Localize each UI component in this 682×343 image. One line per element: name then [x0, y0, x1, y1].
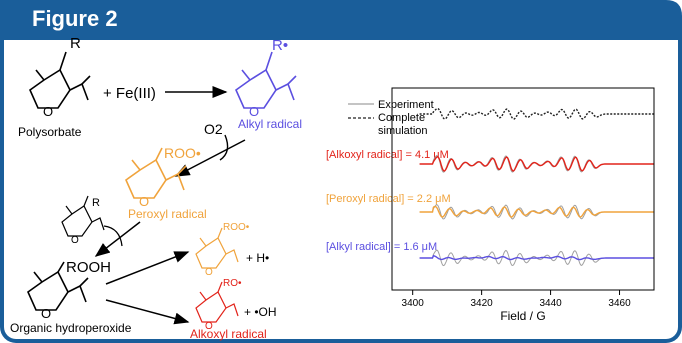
header-banner — [0, 0, 682, 40]
epr-traces — [419, 107, 654, 267]
plus-oh-label: + •OH — [244, 305, 277, 319]
figure-header: Figure 2 — [0, 0, 682, 40]
arrow-to-alkoxyl-product — [105, 299, 190, 325]
alkoxyl-product-o-label: O — [205, 321, 213, 332]
figure-title: Figure 2 — [32, 6, 118, 31]
peroxyl-roo-label: ROO• — [164, 145, 201, 161]
alkyl-radical-molecule — [235, 51, 297, 109]
epr-axis-ticks: 3400 3420 3440 3460 — [402, 290, 631, 309]
x-tick-label: 3400 — [402, 298, 425, 309]
hydroperoxide-o-label: O — [41, 306, 51, 321]
alkoxyl-product-molecule — [195, 281, 239, 323]
arrow-to-hydroperoxide — [94, 221, 141, 257]
alkoxyl-product-label: RO• — [223, 278, 242, 289]
small-curve — [103, 225, 123, 247]
alkyl-radical-label: Alkyl radical — [238, 117, 302, 131]
alkyl-r-label: R• — [272, 37, 288, 54]
peroxyl-product-molecule — [195, 227, 239, 269]
small-polysorbate-molecule — [61, 195, 105, 237]
simulation-trace — [419, 107, 654, 120]
polysorbate-label: Polysorbate — [18, 125, 82, 139]
alkoxyl-concentration-label: [Alkoxyl radical] = 4.1 μM — [326, 149, 449, 161]
small-r-label: R — [92, 197, 100, 209]
figure-panel — [0, 38, 682, 343]
peroxyl-o-label: O — [139, 194, 149, 209]
plus-h-label: + H• — [246, 251, 269, 265]
legend-experiment-text: Experiment — [378, 99, 434, 111]
polysorbate-molecule — [29, 51, 91, 109]
legend-complete-text: Complete — [378, 112, 425, 124]
hydroperoxide-rooh-label: ROOH — [66, 259, 111, 276]
plus-fe-label: + Fe(III) — [103, 85, 156, 102]
peroxyl-concentration-label: [Peroxyl radical] = 2.2 μM — [326, 193, 451, 205]
hydroperoxide-label: Organic hydroperoxide — [10, 321, 132, 335]
peroxyl-product-label: ROO• — [223, 222, 250, 233]
polysorbate-r-label: R — [70, 35, 81, 52]
arrow-to-peroxyl — [174, 139, 246, 177]
o2-label: O2 — [204, 121, 223, 137]
alkyl-simulation-trace — [419, 254, 654, 261]
peroxyl-radical-label: Peroxyl radical — [128, 207, 207, 221]
polysorbate-o-label: O — [43, 104, 53, 119]
epr-x-axis-label: Field / G — [500, 309, 545, 323]
epr-plot-frame — [391, 87, 655, 291]
peroxyl-simulation-trace — [419, 205, 654, 218]
alkoxyl-radical-label: Alkoxyl radical — [190, 327, 267, 341]
arrow-to-peroxyl-product — [105, 251, 190, 285]
x-tick-label: 3440 — [539, 298, 562, 309]
alkoxyl-simulation-trace — [419, 155, 654, 172]
legend-simulation-text: simulation — [378, 125, 428, 137]
x-tick-label: 3420 — [471, 298, 494, 309]
x-tick-label: 3460 — [608, 298, 631, 309]
hydroperoxide-molecule — [27, 261, 89, 311]
alkyl-concentration-label: [Alkyl radical] = 1.6 μM — [326, 241, 437, 253]
epr-legend: Experiment Complete simulation — [348, 99, 434, 137]
small-o-label: O — [71, 235, 79, 246]
peroxyl-radical-molecule — [125, 147, 187, 199]
peroxyl-product-o-label: O — [205, 267, 213, 278]
alkyl-o-label: O — [249, 104, 259, 119]
